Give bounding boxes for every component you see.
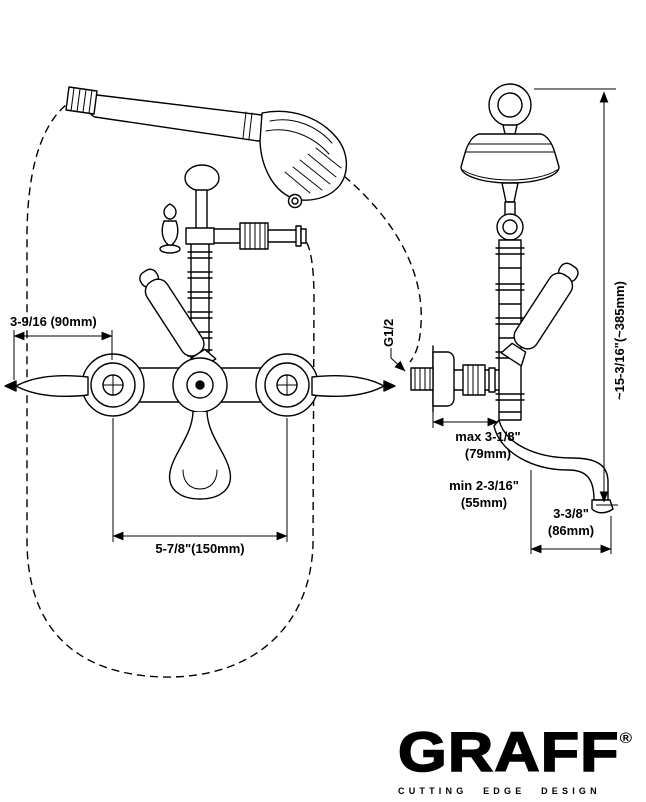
hand-shower [65, 86, 347, 209]
shower-cradle [184, 164, 220, 231]
brand-tagline: CUTTING EDGE DESIGN [398, 786, 601, 796]
tub-spout-front [168, 411, 232, 500]
dim-max-depth-line2: (79mm) [464, 446, 512, 461]
cross-handle-left [4, 375, 89, 397]
dim-handle-span-label: 3-9/16 (90mm) [10, 314, 97, 329]
hand-shower-side [460, 83, 560, 241]
dim-wall-depth-lines [432, 408, 499, 428]
valve-body-front [81, 353, 319, 417]
dim-total-height-label: ~15-3/16"(~385mm) [612, 281, 627, 400]
dim-min-depth-label: min 2-3/16" (55mm) [436, 477, 532, 511]
diverter-arm [213, 222, 307, 250]
dim-spout-reach-line1: 3-3/8" [553, 506, 589, 521]
dim-spout-reach-lines [530, 470, 612, 554]
riser-column-side [495, 239, 525, 421]
brand-wordmark: GRAFF [397, 720, 620, 783]
brand-block: GRAFF® CUTTING EDGE DESIGN [397, 710, 634, 796]
dim-valve-centers-label: 5-7/8"(150mm) [155, 541, 245, 556]
dim-total-height-lines [534, 88, 618, 506]
dim-handle-span-lines [13, 330, 113, 380]
registered-mark: ® [619, 730, 632, 747]
porcelain-lever-side [500, 262, 579, 367]
dim-min-depth-line1: min 2-3/16" [449, 478, 519, 493]
dim-spout-reach-line2: (86mm) [547, 523, 595, 538]
front-view-drawing [4, 86, 396, 500]
wall-flange [410, 345, 500, 413]
riser-column [185, 227, 215, 363]
dim-min-depth-line2: (55mm) [460, 495, 508, 510]
dim-thread-leader [390, 348, 406, 372]
dim-spout-reach-label: 3-3/8" (86mm) [533, 505, 609, 539]
graff-logo: GRAFF® [397, 710, 646, 783]
dim-max-depth-label: max 3-1/8" (79mm) [436, 428, 540, 462]
hand-shower-hose-dashed [26, 97, 422, 678]
dimension-lines [13, 88, 618, 554]
porcelain-lever-front [139, 268, 217, 373]
column-finial [159, 203, 181, 254]
dim-valve-centers-lines [112, 418, 288, 542]
dim-thread-label: G1/2 [381, 318, 396, 347]
cross-handle-right [311, 375, 396, 397]
dim-max-depth-line1: max 3-1/8" [455, 429, 521, 444]
